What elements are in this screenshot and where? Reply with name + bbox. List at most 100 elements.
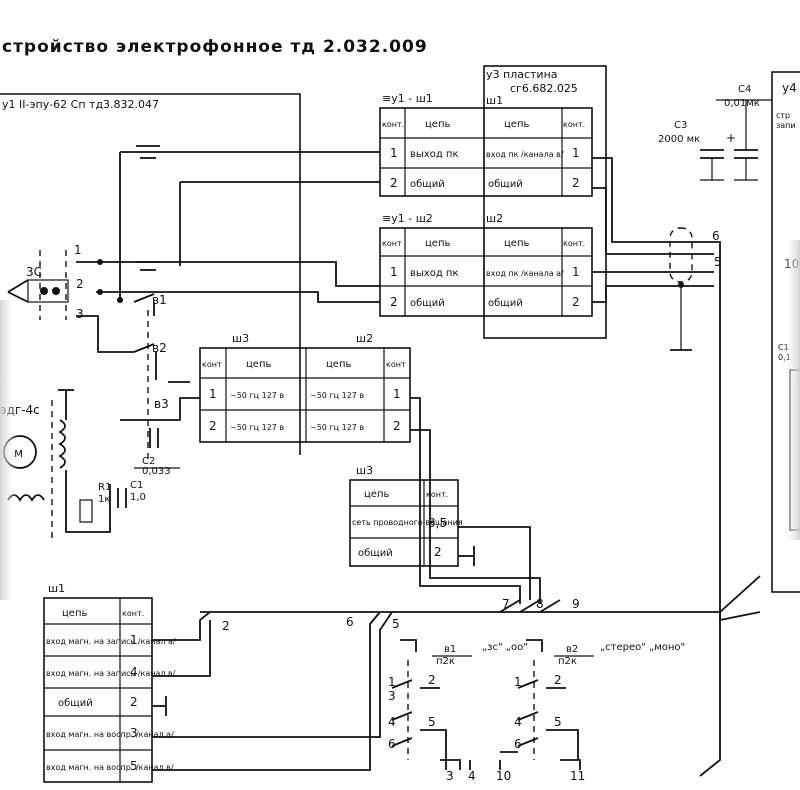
conn1-r0-c2: вход пк /канала в/: [486, 150, 564, 159]
conn1-r0-c0: 1: [390, 146, 398, 160]
b1-caption: „зс" „оо": [482, 642, 528, 653]
switch-b3-label: в3: [154, 397, 169, 411]
conn1-r1-c3: 2: [572, 176, 580, 190]
mains-h3: конт: [386, 360, 406, 369]
c3-name: С3: [674, 120, 687, 131]
pickup-cartridge: 3С: [7, 250, 69, 320]
conn2-r1-c3: 2: [572, 295, 580, 309]
sh3-h1: конт.: [426, 490, 448, 499]
svg-text:5: 5: [392, 617, 400, 631]
c2-value: 0,033: [142, 466, 171, 477]
sh1-r4-c0: вход магн. на воспр. /канал в/: [46, 763, 174, 772]
conn1-h0: конт.: [382, 120, 404, 129]
conn2-h2: цепь: [504, 238, 529, 249]
u3-sh2-label: ш2: [486, 212, 503, 225]
mains-r0-c0: 1: [209, 387, 217, 401]
sh1-r2-c0: общий: [58, 698, 93, 709]
conn1-r1-c1: общий: [410, 179, 445, 190]
switch-b2-label: в2: [152, 341, 167, 355]
mains-r1-c2: ~50 гц 127 в: [310, 423, 364, 432]
mains-r1-c0: 2: [209, 419, 217, 433]
conn1-r0-c1: выход пк: [410, 149, 459, 160]
mains-left-label: ш3: [232, 332, 249, 345]
svg-text:3: 3: [388, 689, 396, 703]
sh3-label: ш3: [356, 464, 373, 477]
u3-sh1-label: ш1: [486, 94, 503, 107]
sh3-r0-c1: 3,5: [428, 516, 447, 530]
b1-name: в1: [444, 644, 456, 655]
capacitor-c1: С1 1,0: [117, 480, 146, 508]
b1-type: п2к: [436, 656, 455, 667]
conn2-h1: цепь: [425, 238, 450, 249]
svg-text:4: 4: [468, 769, 476, 783]
sh3-table: ш3 цепь конт. сеть проводного вещания 3,…: [349, 464, 463, 567]
sh1-label: ш1: [48, 582, 65, 595]
sh1-r1-c1: 4: [130, 665, 138, 679]
svg-text:6: 6: [346, 615, 354, 629]
u3-board: у3 пластина сг6.682.025 ш1 ш2: [483, 65, 607, 339]
mains-h2: цепь: [326, 359, 351, 370]
sh1-r2-c1: 2: [130, 695, 138, 709]
svg-text:+: +: [726, 131, 736, 145]
svg-text:2: 2: [222, 619, 230, 633]
sh1-h1: конт.: [122, 609, 144, 618]
c3-value: 2000 мк: [658, 134, 700, 145]
svg-text:1: 1: [74, 243, 82, 257]
conn2-r0-c3: 1: [572, 265, 580, 279]
scan-shadow-left: [0, 300, 18, 600]
sh1-r0-c0: вход магн. на запись /канал а/: [46, 637, 176, 646]
mains-wiring: [410, 397, 541, 604]
conn1-label: ≡у1 - ш1: [382, 92, 433, 105]
b2-caption: „стерео" „моно": [600, 642, 685, 653]
switch-b1-p2k: в1 п2к „зс" „оо" 1 2 3 4 5 6: [388, 639, 528, 770]
conn2-r0-c0: 1: [390, 265, 398, 279]
capacitor-c4: С4 0,01мк +: [716, 84, 772, 181]
svg-text:9: 9: [572, 597, 580, 611]
capacitor-c3: С3 2000 мк: [658, 120, 724, 181]
sh1-h0: цепь: [62, 608, 87, 619]
connector-table-1: ≡у1 - ш1 конт. цепь цепь конт. 1 выход п…: [379, 92, 593, 197]
bottom-wire-numbers: 3 4 10 11: [440, 759, 585, 783]
svg-text:10: 10: [496, 769, 511, 783]
sh3-h0: цепь: [364, 489, 389, 500]
svg-text:6: 6: [514, 737, 522, 751]
svg-text:2: 2: [428, 673, 436, 687]
svg-text:6: 6: [712, 229, 720, 243]
sh1-r4-c1: 5: [130, 759, 138, 773]
sh3-r0-c0: сеть проводного вещания: [352, 518, 463, 527]
conn1-h3: конт.: [563, 120, 585, 129]
mains-r1-c1: ~50 гц 127 в: [230, 423, 284, 432]
sh3-r1-c1: 2: [434, 545, 442, 559]
svg-text:2: 2: [76, 277, 84, 291]
resistor-r1: R1 1к: [65, 470, 111, 533]
pickup-label: 3С: [26, 265, 42, 279]
svg-text:1: 1: [388, 675, 396, 689]
mains-r0-c2: ~50 гц 127 в: [310, 391, 364, 400]
sh1-r3-c0: вход магн. на воспр. /канал а/: [46, 730, 174, 739]
conn2-r0-c2: вход пк /канала а/: [486, 269, 564, 278]
c2-name: С2: [142, 456, 155, 467]
svg-text:5: 5: [428, 715, 436, 729]
svg-text:4: 4: [388, 715, 396, 729]
c4-value: 0,01мк: [724, 98, 760, 109]
sh1-r3-c1: 3: [130, 726, 138, 740]
c4-name: С4: [738, 84, 751, 95]
conn2-label: ≡у1 - ш2: [382, 212, 433, 225]
u4-sub1: стр: [776, 111, 790, 120]
conn1-h2: цепь: [504, 119, 529, 130]
svg-text:5: 5: [714, 255, 722, 269]
capacitor-c2: С2 0,033: [134, 428, 180, 477]
conn2-r0-c1: выход пк: [410, 268, 459, 279]
mains-h0: конт: [202, 360, 222, 369]
u1-wiring: 1 2 3: [74, 145, 380, 353]
svg-text:5: 5: [554, 715, 562, 729]
c1-value: 1,0: [130, 492, 146, 503]
conn1-h1: цепь: [425, 119, 450, 130]
svg-text:4: 4: [514, 715, 522, 729]
conn2-h3: конт.: [563, 239, 585, 248]
svg-text:6: 6: [388, 737, 396, 751]
conn1-r1-c0: 2: [390, 176, 398, 190]
svg-text:3: 3: [76, 307, 84, 321]
conn2-r1-c1: общий: [410, 298, 445, 309]
